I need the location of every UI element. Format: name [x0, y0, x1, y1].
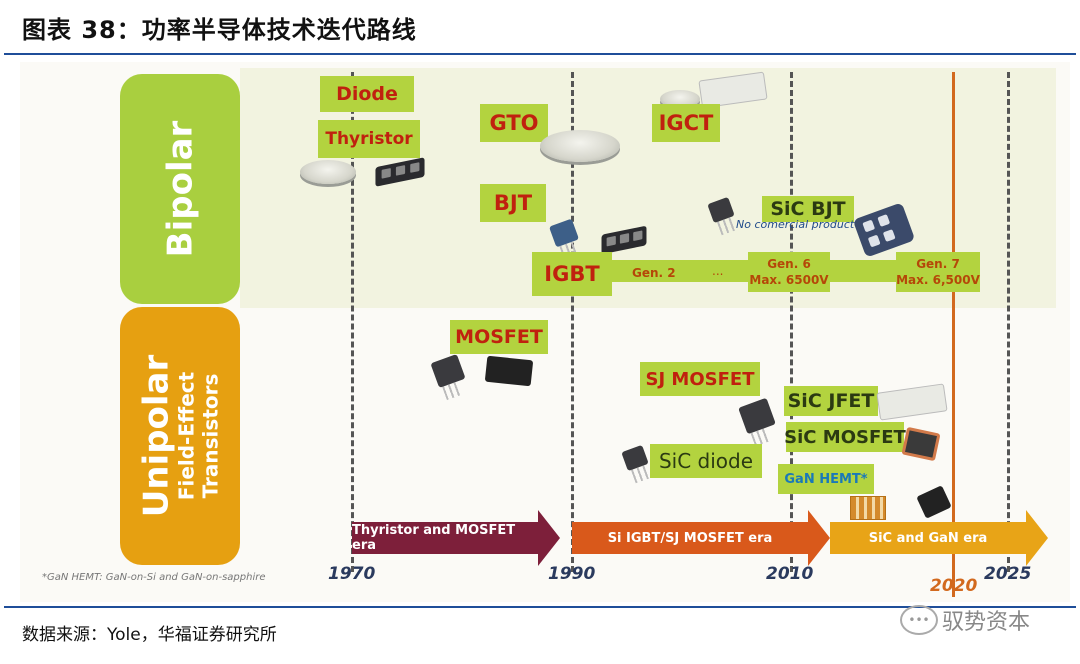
- watermark-text: 驭势资本: [942, 610, 1031, 635]
- sj-mosfet-discrete-icon: [738, 397, 776, 435]
- gan-footnote: *GaN HEMT: GaN-on-Si and GaN-on-sapphire: [42, 572, 266, 583]
- era-arrow-thyristor-mosfet: Thyristor and MOSFET era: [352, 510, 560, 566]
- bottom-divider: [4, 606, 1076, 608]
- year-1990: 1990: [548, 564, 596, 584]
- year-line-1970: [351, 72, 354, 572]
- year-line-2010: [790, 72, 793, 572]
- label-bjt: BJT: [480, 184, 546, 222]
- mosfet-smd-icon: [484, 355, 534, 387]
- year-2010: 2010: [766, 564, 814, 584]
- gan-package-icon: [916, 485, 952, 519]
- label-sic-bjt: SiC BJT: [762, 196, 854, 222]
- watermark: ••• 驭势资本: [900, 604, 1030, 636]
- unipolar-label: Unipolar: [136, 354, 176, 518]
- year-2025: 2025: [984, 564, 1032, 584]
- roadmap-diagram: Bipolar Unipolar Field-Effect Transistor…: [20, 62, 1070, 602]
- era-arrow-sic-gan: SiC and GaN era: [830, 510, 1048, 566]
- year-1970: 1970: [328, 564, 376, 584]
- label-igbt-gen7: Gen. 7 Max. 6,500V: [896, 252, 980, 292]
- sic-jfet-module-icon: [876, 383, 948, 421]
- era-arrow-si-igbt-sj-mosfet: Si IGBT/SJ MOSFET era: [572, 510, 830, 566]
- igct-disc-icon: [660, 90, 700, 108]
- unipolar-sublabel-1: Field-Effect: [174, 371, 198, 501]
- wechat-icon: •••: [900, 605, 938, 635]
- label-igbt-gen2: Gen. 2: [632, 266, 676, 280]
- figure-title: 图表 38：功率半导体技术迭代路线: [22, 16, 417, 44]
- year-line-1990: [571, 72, 574, 572]
- bipolar-label: Bipolar: [160, 120, 201, 258]
- year-2020-current: 2020: [930, 576, 978, 596]
- gan-hemt-die-icon: [850, 496, 886, 520]
- category-unipolar: Unipolar Field-Effect Transistors: [120, 307, 240, 565]
- category-bipolar: Bipolar: [120, 74, 240, 304]
- label-thyristor: Thyristor: [318, 120, 420, 158]
- mosfet-discrete-icon: [430, 353, 466, 389]
- label-mosfet: MOSFET: [450, 320, 548, 354]
- label-igbt: IGBT: [532, 252, 612, 296]
- label-sic-mosfet: SiC MOSFET: [784, 422, 906, 452]
- label-sic-diode: SiC diode: [650, 444, 762, 478]
- sic-mosfet-package-icon: [901, 426, 941, 462]
- data-source: 数据来源：Yole，华福证券研究所: [22, 625, 277, 645]
- top-divider: [4, 53, 1076, 55]
- sic-bjt-note: No comercial product: [736, 218, 855, 231]
- year-line-2025: [1007, 72, 1010, 572]
- label-diode: Diode: [320, 76, 414, 112]
- label-gto: GTO: [480, 104, 548, 142]
- label-sj-mosfet: SJ MOSFET: [640, 362, 760, 396]
- label-gan-hemt: GaN HEMT*: [778, 464, 874, 494]
- sic-diode-discrete-icon: [621, 444, 649, 472]
- label-igct: IGCT: [652, 104, 720, 142]
- thyristor-disc-icon: [300, 160, 356, 184]
- label-igbt-ellipsis: ...: [712, 264, 724, 278]
- label-igbt-gen6: Gen. 6 Max. 6500V: [748, 252, 830, 292]
- gto-disc-icon: [540, 130, 620, 162]
- year-line-2020-current: [952, 72, 955, 597]
- unipolar-sublabel-2: Transistors: [198, 373, 222, 499]
- label-sic-jfet: SiC JFET: [784, 386, 878, 416]
